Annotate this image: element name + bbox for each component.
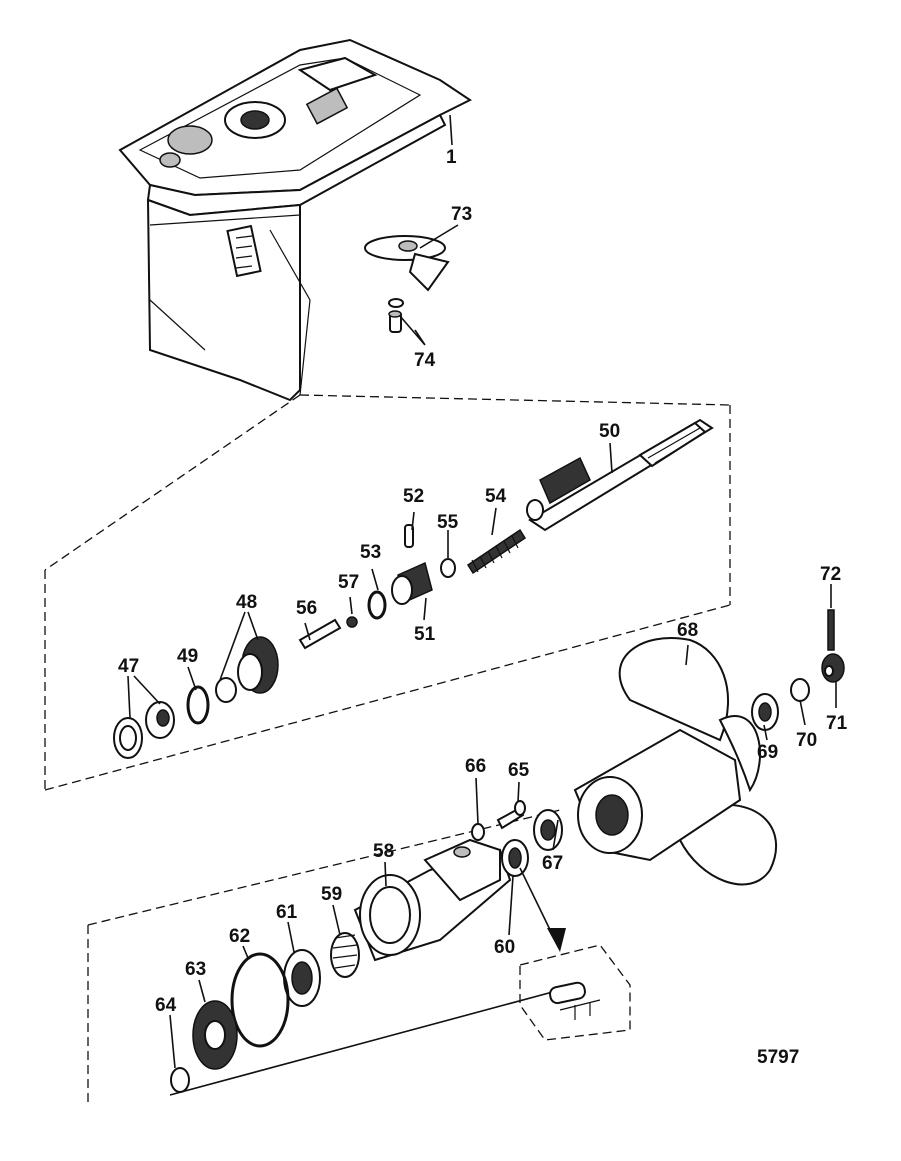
callout-50: 50 bbox=[599, 421, 620, 442]
needle-bearing bbox=[330, 932, 360, 978]
callout-60: 60 bbox=[494, 937, 515, 958]
detent-ball bbox=[346, 616, 358, 628]
leader-lines bbox=[127, 114, 837, 1069]
callout-61: 61 bbox=[276, 902, 298, 923]
gear-housing bbox=[44, 38, 731, 571]
sliding-clutch bbox=[391, 561, 433, 605]
prop-shaft-row-frame bbox=[44, 405, 731, 791]
callout-70: 70 bbox=[796, 730, 817, 751]
forward-gear-bearing bbox=[215, 636, 279, 703]
reference-number: 5797 bbox=[757, 1047, 799, 1068]
callout-65: 65 bbox=[508, 760, 530, 781]
carrier-seal bbox=[501, 839, 529, 877]
callout-69: 69 bbox=[757, 742, 778, 763]
callout-47: 47 bbox=[118, 656, 139, 677]
inset-detail bbox=[519, 867, 631, 1041]
reverse-gear-bearing bbox=[113, 701, 175, 759]
bolt-washer bbox=[471, 823, 485, 841]
callout-48: 48 bbox=[236, 592, 257, 613]
callout-54: 54 bbox=[485, 486, 507, 507]
callout-66: 66 bbox=[465, 756, 486, 777]
carrier-bolt bbox=[496, 800, 526, 830]
callout-73: 73 bbox=[451, 204, 472, 225]
trim-tab-anode bbox=[364, 235, 450, 292]
callout-58: 58 bbox=[373, 841, 394, 862]
propeller-shaft bbox=[526, 418, 714, 532]
spacer bbox=[751, 693, 779, 731]
bearing-carrier bbox=[353, 838, 512, 962]
propeller bbox=[573, 637, 777, 886]
callout-56: 56 bbox=[296, 598, 317, 619]
callout-63: 63 bbox=[185, 959, 206, 980]
spring bbox=[466, 528, 527, 575]
shim bbox=[186, 685, 210, 725]
callout-72: 72 bbox=[820, 564, 841, 585]
callout-1: 1 bbox=[446, 147, 457, 168]
callout-68: 68 bbox=[677, 620, 698, 641]
thrust-washer bbox=[170, 1067, 190, 1093]
carrier-row-frame bbox=[87, 809, 561, 1105]
callout-51: 51 bbox=[414, 624, 436, 645]
cross-pin bbox=[404, 524, 414, 548]
thrust-hub bbox=[533, 809, 563, 851]
callout-labels: 1 73 74 50 52 54 55 53 57 48 56 51 49 47… bbox=[118, 147, 848, 1068]
cotter-pin bbox=[827, 609, 835, 651]
propeller-nut bbox=[821, 653, 845, 683]
anode-screw bbox=[388, 298, 404, 333]
callout-49: 49 bbox=[177, 646, 198, 667]
o-ring bbox=[230, 952, 290, 1048]
cam-follower bbox=[440, 558, 456, 578]
callout-62: 62 bbox=[229, 926, 250, 947]
callout-67: 67 bbox=[542, 853, 563, 874]
cross-pin-retainer bbox=[367, 590, 387, 620]
tab-washer bbox=[790, 678, 810, 702]
shift-shaft-pin bbox=[298, 618, 342, 650]
ball-bearing bbox=[283, 949, 321, 1007]
callout-57: 57 bbox=[338, 572, 359, 593]
callout-55: 55 bbox=[437, 512, 459, 533]
callout-59: 59 bbox=[321, 884, 342, 905]
callout-52: 52 bbox=[403, 486, 424, 507]
callout-74: 74 bbox=[414, 350, 436, 371]
callout-53: 53 bbox=[360, 542, 381, 563]
callout-64: 64 bbox=[155, 995, 177, 1016]
forward-gear bbox=[192, 1000, 238, 1070]
callout-71: 71 bbox=[826, 713, 848, 734]
